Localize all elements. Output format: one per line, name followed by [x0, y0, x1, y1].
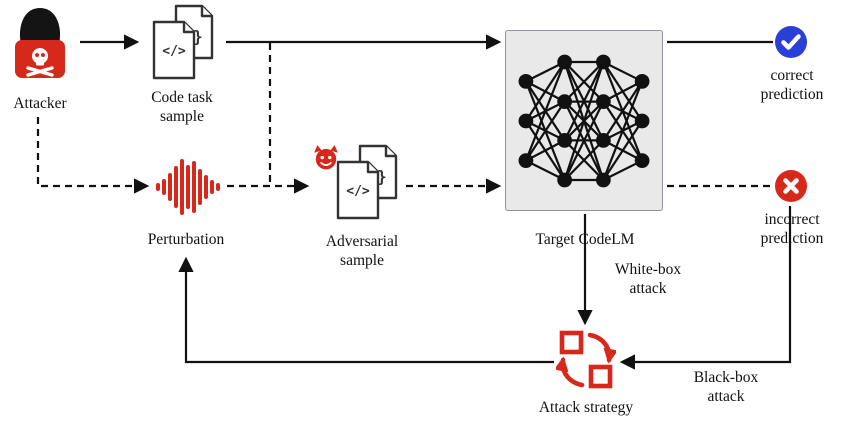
cycle-squares-icon	[556, 330, 616, 389]
code-task-sample-label: Code task sample	[151, 89, 213, 126]
code-documents-icon: } </>	[152, 4, 214, 80]
check-circle-icon	[775, 26, 807, 58]
attack-strategy-label: Attack strategy	[538, 399, 634, 416]
doc-front-glyph: </>	[162, 44, 186, 59]
correct-prediction-label: correct prediction	[760, 67, 824, 104]
cross-circle-icon	[775, 170, 807, 202]
doc-back-glyph: }	[377, 167, 387, 186]
incorrect-prediction-label: incorrect prediction	[760, 211, 824, 248]
waveform-icon	[152, 158, 224, 216]
code-documents-icon: } </>	[336, 144, 398, 220]
hacker-laptop-skull-icon	[15, 8, 65, 78]
neural-network-icon	[518, 54, 650, 187]
doc-front-glyph: </>	[346, 184, 370, 199]
white-box-attack-label: White-box attack	[614, 261, 682, 298]
doc-back-glyph: }	[193, 27, 203, 46]
arrow-strategy-to-perturbation-feedback	[178, 256, 554, 364]
target-codelm-label: Target CodeLM	[535, 231, 635, 248]
black-box-attack-label: Black-box attack	[693, 369, 759, 406]
devil-face-icon	[314, 145, 338, 170]
adversarial-sample-label: Adversarial sample	[325, 233, 399, 270]
devil-code-documents-icon: } </>	[312, 140, 404, 228]
perturbation-label: Perturbation	[147, 231, 225, 248]
target-codelm-box	[505, 30, 663, 211]
dashed-attacker-to-perturbation	[36, 117, 150, 194]
attacker-label: Attacker	[13, 95, 67, 112]
